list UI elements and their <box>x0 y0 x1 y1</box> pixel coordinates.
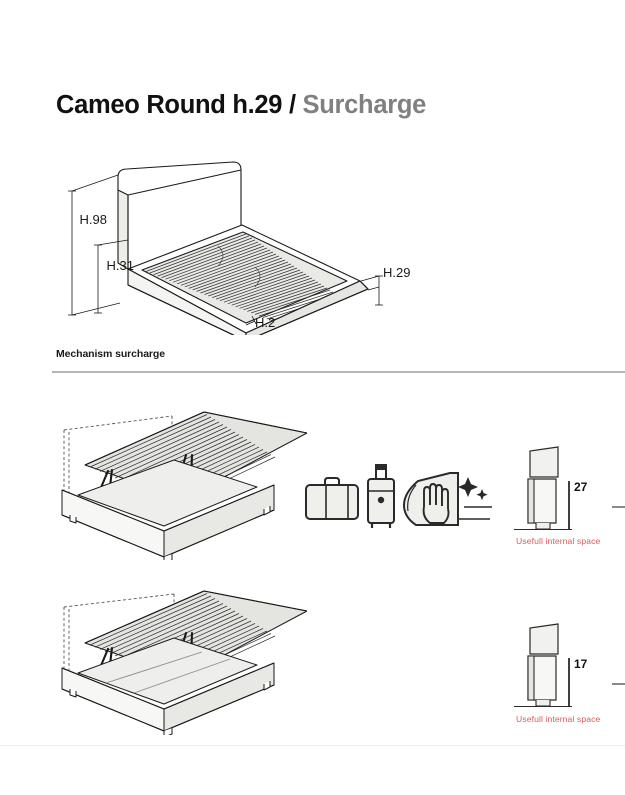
page-title: Cameo Round h.29 / Surcharge <box>56 91 427 119</box>
page-gutter <box>0 745 625 795</box>
dim-label-h29: H.29 <box>383 265 410 280</box>
dim-label-h98: H.98 <box>80 212 107 227</box>
usefull-space-caption-17: Usefull internal space <box>516 714 601 724</box>
trolley-case-icon <box>367 464 395 528</box>
section-divider <box>52 371 625 373</box>
dim-label-h31: H.31 <box>107 258 134 273</box>
feature-icons-row <box>305 464 492 528</box>
page-title-main: Cameo Round h.29 <box>56 91 283 119</box>
dim-label-h2: H.2 <box>255 315 275 330</box>
storage-bed-open-deep <box>61 411 307 560</box>
main-bed-diagram: H.98 H.31 H.29 H.2 <box>68 161 410 335</box>
section-dim-27: 27 <box>574 480 588 494</box>
cross-section-17: 17 <box>514 623 625 708</box>
section-dim-17: 17 <box>574 657 588 671</box>
storage-bed-open-shallow <box>61 590 307 735</box>
page-title-separator: / <box>288 91 296 119</box>
page-title-sub: Surcharge <box>302 91 427 119</box>
section-heading: Mechanism surcharge <box>56 348 165 360</box>
cross-section-27: 27 <box>514 446 625 531</box>
usefull-space-caption-27: Usefull internal space <box>516 536 601 546</box>
spec-sheet-page: Cameo Round h.29 / Surcharge <box>52 91 625 735</box>
cleaning-hand-icon <box>402 472 459 526</box>
sparkle-icon <box>458 477 488 501</box>
suitcase-icon <box>305 477 359 520</box>
